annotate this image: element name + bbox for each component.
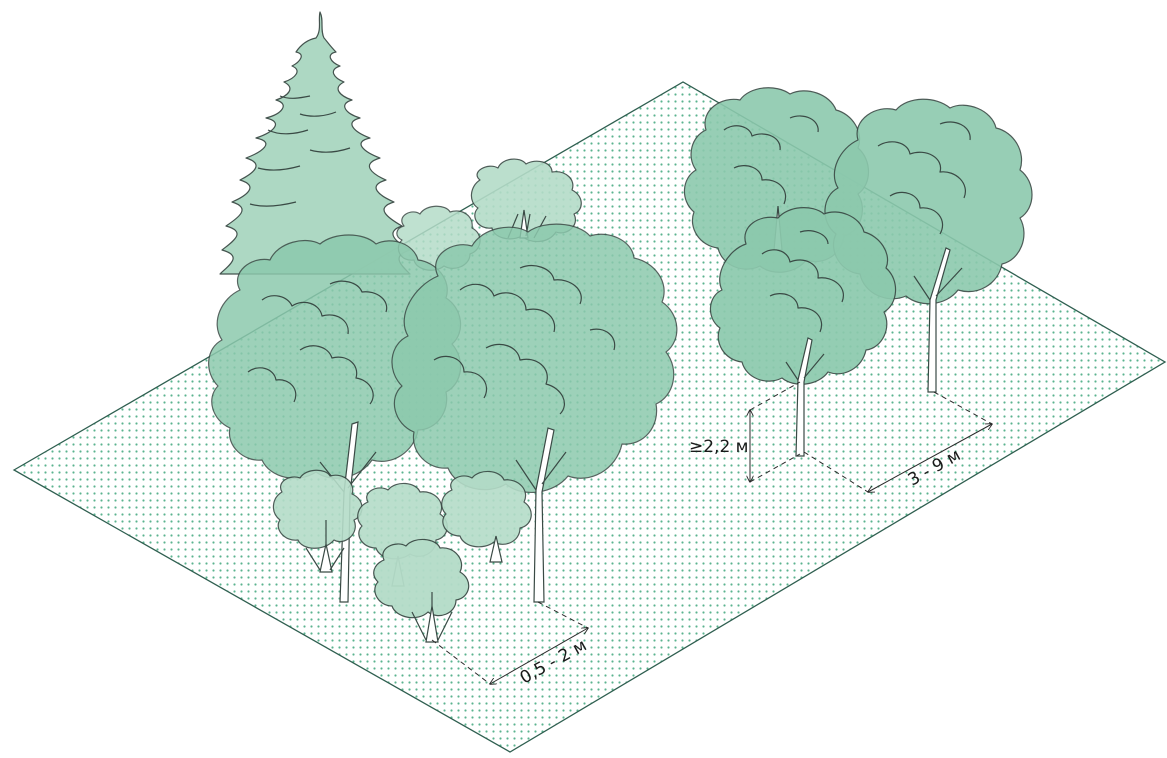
height-label: ≥2,2 м — [689, 437, 749, 457]
spruce-tree — [220, 12, 410, 274]
